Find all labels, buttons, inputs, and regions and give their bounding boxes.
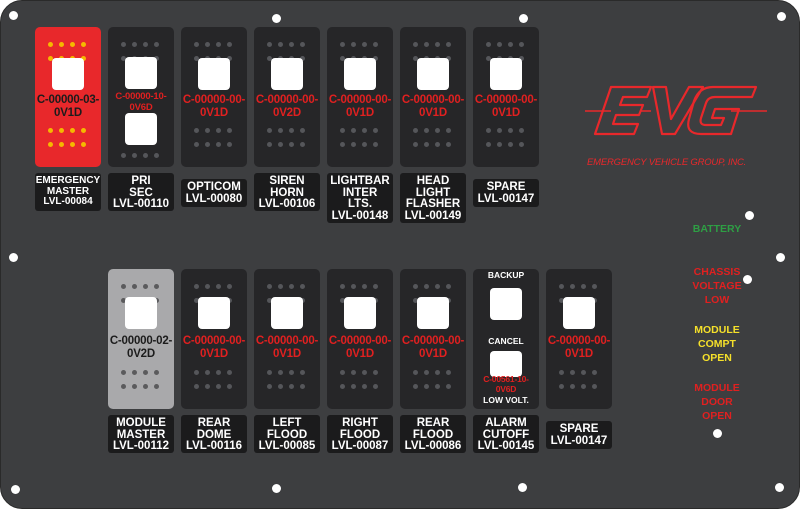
indicator-dots	[121, 370, 161, 396]
switch-spare-top[interactable]: C-00000-00- 0V1D	[473, 27, 539, 167]
indicator-dots	[413, 128, 453, 154]
mount-hole	[518, 483, 527, 492]
mount-hole	[11, 485, 20, 494]
indicator-dots	[486, 128, 526, 154]
rocker-button[interactable]	[271, 297, 303, 329]
indicator-dots	[194, 128, 234, 154]
switch-rear-dome[interactable]: C-00000-00- 0V1D	[181, 269, 247, 409]
mount-hole	[272, 484, 281, 493]
part-code: C-00000-00- 0V1D	[401, 335, 465, 360]
mount-hole	[9, 253, 18, 262]
rocker-button-lower[interactable]	[125, 113, 157, 145]
switch-alarm-cutoff[interactable]: BACKUP CANCEL C-00561-10- 0V6D LOW VOLT.	[473, 269, 539, 409]
part-code: C-00561-10- 0V6D	[483, 374, 529, 394]
mount-hole	[9, 11, 18, 20]
switch-right-flood[interactable]: C-00000-00- 0V1D	[327, 269, 393, 409]
indicator-dots	[413, 370, 453, 396]
rocker-button-lower[interactable]	[490, 351, 522, 377]
mount-hole	[775, 483, 784, 492]
status-battery: BATTERY	[692, 223, 742, 235]
evg-logo: EMERGENCY VEHICLE GROUP, INC.	[585, 85, 767, 168]
rocker-button[interactable]	[417, 58, 449, 90]
rocker-button[interactable]	[271, 58, 303, 90]
mount-hole	[745, 211, 754, 220]
part-code: C-00000-00- 0V1D	[182, 94, 246, 119]
rocker-button[interactable]	[344, 58, 376, 90]
indicator-dots	[559, 370, 599, 396]
mount-hole	[743, 275, 752, 284]
rocker-button[interactable]	[198, 297, 230, 329]
rocker-button[interactable]	[125, 297, 157, 329]
part-code: C-00000-00- 0V2D	[255, 94, 319, 119]
switch-head-light-flasher[interactable]: C-00000-00- 0V1D	[400, 27, 466, 167]
switch-siren-horn[interactable]: C-00000-00- 0V2D	[254, 27, 320, 167]
switch-emergency-master[interactable]: C-00000-03- 0V1D	[35, 27, 101, 167]
rocker-button[interactable]	[563, 297, 595, 329]
indicator-dots	[48, 128, 88, 154]
part-code: C-00000-00- 0V1D	[474, 94, 538, 119]
switch-pri-sec[interactable]: C-00000-10- 0V6D	[108, 27, 174, 167]
status-module-door-open: MODULE DOOR OPEN	[694, 382, 740, 422]
switch-label: SPARE LVL-00147	[546, 421, 612, 449]
rocker-button[interactable]	[198, 58, 230, 90]
part-code: C-00000-03- 0V1D	[36, 94, 100, 119]
part-code: C-00000-00- 0V1D	[328, 335, 392, 360]
backup-label: BACKUP	[487, 270, 525, 280]
rocker-button[interactable]	[490, 58, 522, 90]
part-code: C-00000-00- 0V1D	[547, 335, 611, 360]
switch-label: REAR DOME LVL-00116	[181, 415, 247, 453]
switch-label: HEAD LIGHT FLASHER LVL-00149	[400, 173, 466, 223]
switch-label: MODULE MASTER LVL-00112	[108, 415, 174, 453]
indicator-dots	[340, 370, 380, 396]
switch-label: PRI SEC LVL-00110	[108, 173, 174, 211]
switch-rear-flood[interactable]: C-00000-00- 0V1D	[400, 269, 466, 409]
cancel-label: CANCEL	[488, 336, 524, 346]
switch-label: EMERGENCY MASTER LVL-00084	[35, 173, 101, 211]
rocker-button-upper[interactable]	[125, 57, 157, 89]
switch-label: ALARM CUTOFF LVL-00145	[473, 415, 539, 453]
indicator-dots	[194, 370, 234, 396]
part-code: C-00000-00- 0V1D	[182, 335, 246, 360]
mount-hole	[713, 429, 722, 438]
mount-hole	[519, 14, 528, 23]
part-code: C-00000-02- 0V2D	[109, 335, 173, 360]
logo-subtitle: EMERGENCY VEHICLE GROUP, INC.	[587, 157, 746, 168]
indicator-dots	[267, 128, 307, 154]
indicator-dots	[340, 128, 380, 154]
switch-label: SIREN HORN LVL-00106	[254, 173, 320, 211]
switch-lightbar-inter-lts[interactable]: C-00000-00- 0V1D	[327, 27, 393, 167]
switch-label: LIGHTBAR INTER LTS. LVL-00148	[327, 173, 393, 223]
status-module-compt-open: MODULE COMPT OPEN	[694, 324, 740, 364]
switch-label: REAR FLOOD LVL-00086	[400, 415, 466, 453]
switch-label: OPTICOM LVL-00080	[181, 179, 247, 207]
switch-left-flood[interactable]: C-00000-00- 0V1D	[254, 269, 320, 409]
switch-label: RIGHT FLOOD LVL-00087	[327, 415, 393, 453]
status-chassis-voltage-low: CHASSIS VOLTAGE LOW	[692, 266, 742, 306]
switch-label: LEFT FLOOD LVL-00085	[254, 415, 320, 453]
rocker-button-upper[interactable]	[490, 288, 522, 320]
mount-hole	[272, 14, 281, 23]
part-code: C-00000-00- 0V1D	[401, 94, 465, 119]
indicator-dots	[121, 153, 161, 161]
rocker-button[interactable]	[52, 58, 84, 90]
switch-module-master[interactable]: C-00000-02- 0V2D	[108, 269, 174, 409]
mount-hole	[777, 12, 786, 21]
part-code: C-00000-00- 0V1D	[255, 335, 319, 360]
switch-label: SPARE LVL-00147	[473, 179, 539, 207]
part-code: C-00000-00- 0V1D	[328, 94, 392, 119]
part-code: C-00000-10- 0V6D	[115, 91, 167, 113]
rocker-button[interactable]	[417, 297, 449, 329]
low-volt-label: LOW VOLT.	[483, 395, 529, 405]
indicator-dots	[267, 370, 307, 396]
rocker-button[interactable]	[344, 297, 376, 329]
switch-opticom[interactable]: C-00000-00- 0V1D	[181, 27, 247, 167]
switch-spare-bottom[interactable]: C-00000-00- 0V1D	[546, 269, 612, 409]
mount-hole	[776, 253, 785, 262]
